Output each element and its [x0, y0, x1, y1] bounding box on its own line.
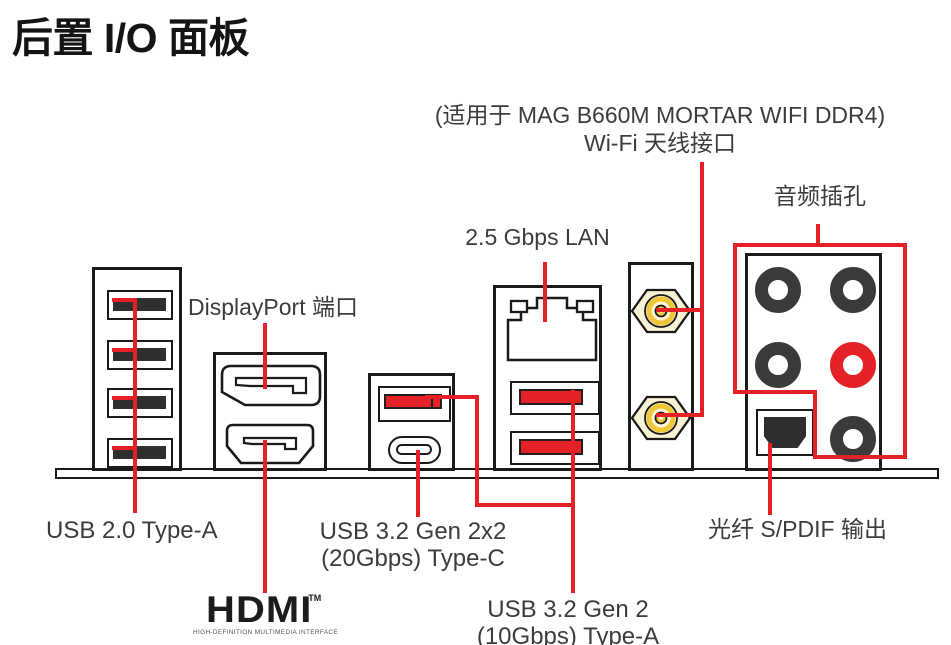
lan-port-icon — [506, 296, 598, 362]
usb-c-block — [368, 373, 455, 471]
callout-line-wifi — [700, 162, 704, 417]
wifi-antenna-block — [628, 262, 694, 471]
lan-led-right — [575, 299, 595, 314]
sma-antenna-connector-2-icon — [630, 395, 692, 441]
audio-jack-top-left-icon — [755, 267, 801, 313]
lan-usb-block — [493, 285, 602, 471]
audio-bracket-notch-h — [733, 390, 817, 394]
video-out-block — [213, 352, 327, 471]
usb32-gen2-typea-port-1-icon — [378, 386, 451, 422]
audio-label: 音频插孔 — [774, 183, 866, 209]
callout-line-displayport — [263, 323, 267, 389]
callout-tick-usb2-2 — [112, 348, 137, 352]
callout-line-wifi-branch-bottom — [656, 413, 704, 417]
audio-bracket-top — [733, 243, 907, 247]
callout-tick-usb2-4 — [112, 446, 137, 450]
callout-line-spdif — [768, 443, 772, 515]
hdmi-tm-mark: TM — [308, 593, 322, 603]
audio-jack-bottom-right-icon — [830, 416, 876, 462]
usb2-port-2-icon — [107, 340, 173, 370]
callout-line-usb-typec — [416, 450, 420, 517]
usb32-gen2-typea-port-3-icon — [510, 431, 600, 465]
audio-jack-mid-left-icon — [755, 342, 801, 388]
audio-jack-top-right-icon — [830, 267, 876, 313]
usb2-port-3-icon — [107, 388, 173, 418]
usb-typec-label: USB 3.2 Gen 2x2 (20Gbps) Type-C — [318, 518, 508, 572]
usb2-port-4-icon — [107, 438, 173, 468]
usb-typec-label-line1: USB 3.2 Gen 2x2 — [319, 518, 507, 545]
callout-tick-audio — [816, 224, 820, 246]
wifi-note-label: (适用于 MAG B660M MORTAR WIFI DDR4) — [434, 102, 886, 128]
lan-led-left — [509, 299, 529, 314]
spdif-label: 光纤 S/PDIF 输出 — [708, 516, 887, 542]
spdif-port-inner — [764, 417, 806, 448]
wifi-antenna-label: Wi-Fi 天线接口 — [583, 130, 737, 156]
usb2-port-1-icon — [107, 290, 173, 320]
hdmi-tagline: HIGH-DEFINITION MULTIMEDIA INTERFACE — [193, 629, 338, 636]
usb32-label: USB 3.2 Gen 2 (10Gbps) Type-A — [473, 596, 663, 645]
hdmi-wordmark: HDMI — [205, 589, 313, 630]
audio-bracket-left — [733, 243, 737, 394]
callout-line-gen2-h1 — [425, 395, 479, 399]
callout-line-usb2 — [133, 298, 137, 513]
displayport-label: DisplayPort 端口 — [188, 294, 358, 320]
callout-line-gen2-h2 — [475, 503, 575, 507]
usb32-gen2-typea-port-2-tongue — [519, 389, 583, 405]
audio-bracket-right — [903, 243, 907, 459]
callout-line-gen2-v2 — [571, 390, 575, 593]
audio-jack-mid-right-red-icon — [830, 342, 876, 388]
usb32-label-line2: (10Gbps) Type-A — [476, 623, 660, 645]
audio-bracket-bottom — [813, 455, 907, 459]
usb-typec-label-line2: (20Gbps) Type-C — [321, 545, 505, 572]
callout-line-gen2-v1 — [475, 395, 479, 507]
audio-bracket-notch-v — [813, 390, 817, 459]
callout-tick-usb2-3 — [112, 396, 137, 400]
usb32-gen2-typea-port-3-tongue — [519, 439, 583, 455]
usb-typec-port-inner — [396, 444, 432, 455]
usb-typec-port-icon — [388, 436, 441, 464]
usb2-block — [92, 267, 182, 471]
hdmi-port-icon — [225, 423, 315, 465]
usb2-label: USB 2.0 Type-A — [46, 517, 218, 544]
callout-line-wifi-branch-top — [656, 308, 704, 312]
callout-tick-usb2-1 — [112, 298, 137, 302]
hdmi-logo: HDMITM HIGH-DEFINITION MULTIMEDIA INTERF… — [163, 589, 368, 636]
audio-block — [745, 253, 882, 471]
callout-line-lan — [543, 262, 547, 322]
spdif-port-icon — [756, 409, 814, 456]
displayport-port-icon — [220, 364, 322, 407]
page-title: 后置 I/O 面板 — [12, 15, 249, 61]
lan-label: 2.5 Gbps LAN — [465, 224, 610, 250]
usb32-gen2-typea-port-2-icon — [510, 381, 600, 415]
usb32-label-line1: USB 3.2 Gen 2 — [487, 596, 649, 623]
callout-line-hdmi — [263, 440, 267, 593]
